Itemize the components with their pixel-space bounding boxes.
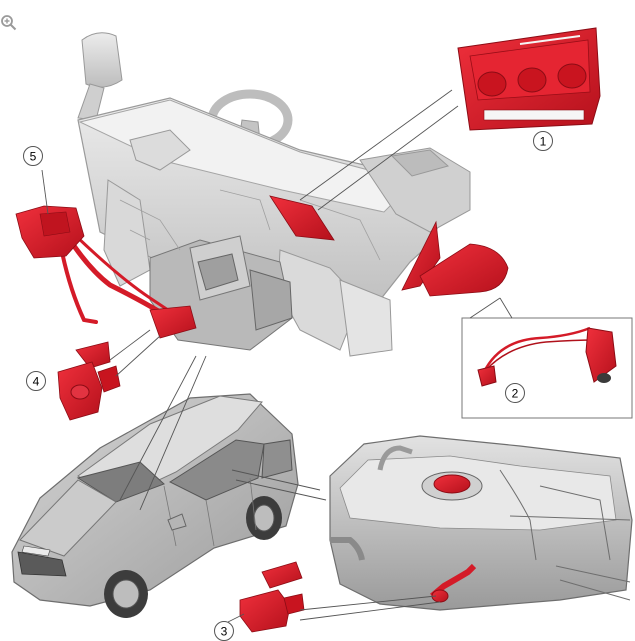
vehicle: [11, 393, 299, 618]
door-mirror: [401, 220, 509, 297]
dashboard-assembly: [77, 32, 471, 357]
dash-center-module: [269, 195, 335, 241]
auxiliary-heater-assembly: [15, 205, 197, 339]
fuel-pump-unit: [239, 561, 305, 633]
callout-1[interactable]: 1: [533, 131, 553, 151]
zoom-in-icon[interactable]: [0, 14, 18, 32]
callout-3-label: 3: [221, 625, 228, 639]
coolant-pump: [57, 341, 121, 421]
fuel-tank-assembly: [329, 435, 633, 611]
callout-1-label: 1: [540, 135, 547, 149]
leader-lines: [41, 89, 513, 623]
callout-3[interactable]: 3: [214, 621, 234, 641]
inset-sensor-harness: [461, 317, 633, 419]
callout-5-label: 5: [30, 150, 37, 164]
callout-2-label: 2: [512, 387, 519, 401]
callout-2[interactable]: 2: [505, 383, 525, 403]
callout-5[interactable]: 5: [23, 146, 43, 166]
climate-control-panel: [457, 27, 601, 131]
callout-4-label: 4: [33, 375, 40, 389]
callout-4[interactable]: 4: [26, 371, 46, 391]
coolant-hoses: [60, 234, 179, 325]
